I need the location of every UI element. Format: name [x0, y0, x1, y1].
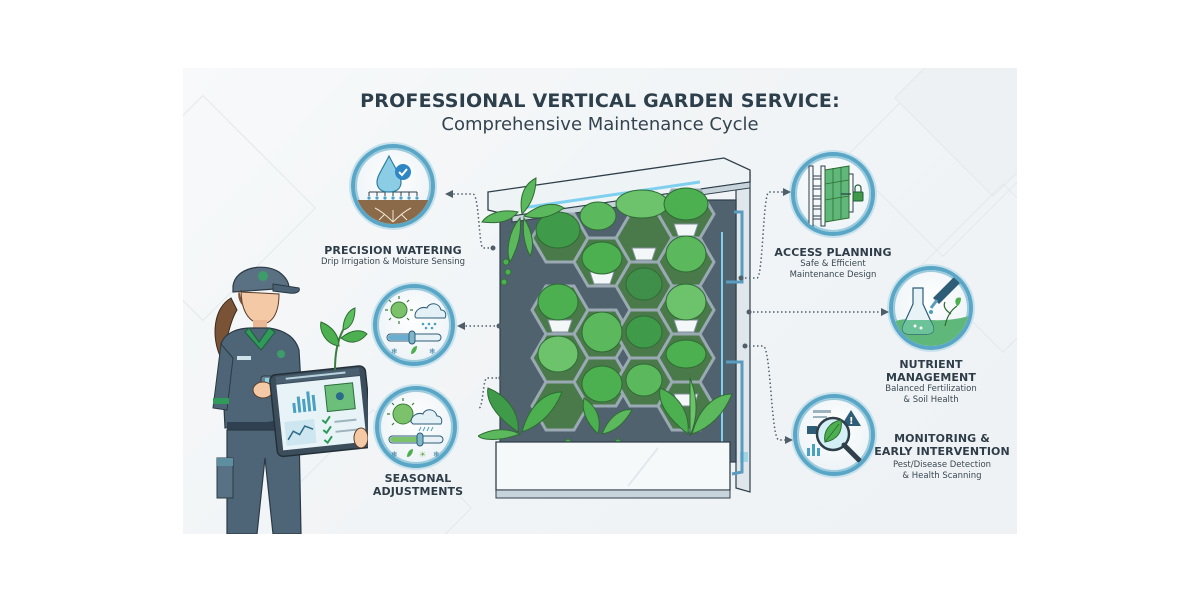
- technician-illustration: [203, 258, 368, 534]
- connector-lines: [445, 188, 889, 444]
- title-subtitle: Comprehensive Maintenance Cycle: [441, 114, 759, 135]
- seasonal-weather-icon: ❄ ☀ ❄: [375, 386, 457, 468]
- svg-text:❄: ❄: [429, 347, 436, 356]
- service-heading-line1: SEASONAL: [384, 472, 452, 485]
- svg-text:☀: ☀: [419, 450, 426, 459]
- service-description-line1: Balanced Fertilization: [885, 384, 977, 394]
- title-main: PROFESSIONAL VERTICAL GARDEN SERVICE:: [360, 90, 840, 112]
- ladder-lock-icon: [791, 152, 875, 236]
- service-label-nutrient-management: NUTRIENT MANAGEMENT Balanced Fertilizati…: [863, 358, 999, 406]
- water-drop-icon: [351, 144, 435, 228]
- service-heading-line2: ADJUSTMENTS: [372, 485, 464, 498]
- svg-text:❄: ❄: [433, 450, 440, 459]
- service-heading-line2: MANAGEMENT: [886, 371, 976, 384]
- service-label-precision-watering: PRECISION WATERING Drip Irrigation & Moi…: [303, 244, 483, 268]
- infographic-title: PROFESSIONAL VERTICAL GARDEN SERVICE: Co…: [183, 90, 1017, 135]
- service-label-seasonal-adjustments: SEASONAL ADJUSTMENTS: [343, 472, 493, 498]
- service-label-monitoring: MONITORING & EARLY INTERVENTION Pest/Dis…: [867, 432, 1017, 482]
- infographic-panel: PROFESSIONAL VERTICAL GARDEN SERVICE: Co…: [183, 68, 1017, 534]
- weather-slider-icon: ❄ ❄: [373, 284, 455, 366]
- service-description: Drip Irrigation & Moisture Sensing: [321, 257, 465, 267]
- service-heading: PRECISION WATERING: [324, 244, 462, 257]
- svg-text:❄: ❄: [391, 347, 398, 356]
- service-heading-line1: MONITORING &: [894, 432, 990, 445]
- vertical-garden-illustration: [478, 152, 778, 502]
- service-description-line2: & Health Scanning: [902, 471, 982, 481]
- service-heading: ACCESS PLANNING: [774, 246, 892, 259]
- service-heading-line2: EARLY INTERVENTION: [874, 445, 1010, 458]
- service-description-line1: Safe & Efficient: [800, 259, 866, 269]
- service-heading-line1: NUTRIENT: [899, 358, 963, 371]
- service-description-line2: Maintenance Design: [789, 270, 877, 280]
- flask-dropper-icon: [889, 266, 973, 350]
- svg-text:❄: ❄: [391, 450, 398, 459]
- service-label-access-planning: ACCESS PLANNING Safe & Efficient Mainten…: [753, 246, 913, 281]
- svg-text:!: !: [849, 416, 854, 427]
- service-description-line1: Pest/Disease Detection: [892, 460, 992, 470]
- service-description-line2: & Soil Health: [903, 395, 959, 405]
- magnifier-leaf-icon: !: [793, 394, 875, 476]
